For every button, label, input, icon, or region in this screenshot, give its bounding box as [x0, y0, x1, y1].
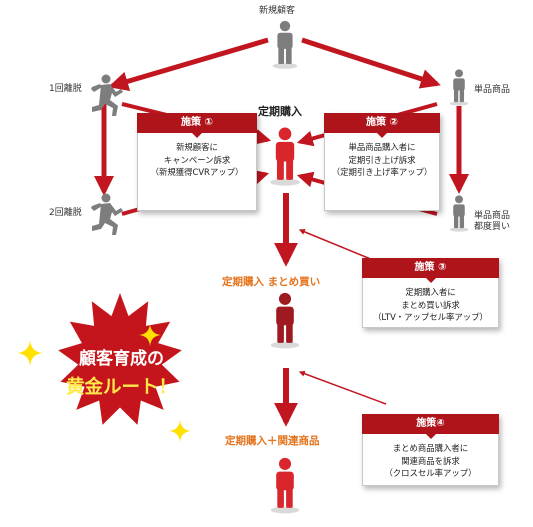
running-person-icon-2: [91, 193, 123, 235]
measure-2-line-2: 定期引き上げ訴求: [348, 154, 416, 165]
new-customer-label: 新規顧客: [259, 6, 296, 16]
sparkle-icon: [139, 324, 161, 346]
single-product-person-icon: [449, 69, 469, 106]
sparkle-icon: [169, 420, 191, 442]
measure-box-3: 施策 ③ 定期購入者に まとめ買い訴求 （LTV・アップセル率アップ）: [362, 258, 499, 328]
subscription-label: 定期購入: [258, 105, 302, 118]
subscription-person-icon: [270, 127, 300, 186]
callout-4: [298, 370, 387, 405]
new-customer-person-icon: [272, 20, 298, 69]
arrow-new-to-churn1: [108, 37, 269, 92]
measure-1-line-3: （新規獲得CVRアップ）: [150, 167, 244, 178]
single-repeat-line-2: 都度買い: [474, 221, 511, 232]
callout-3: [298, 229, 379, 263]
running-person-icon-1: [91, 74, 123, 116]
sparkle-icon: [17, 340, 43, 366]
starburst-badge: [58, 293, 182, 425]
measure-4-line-3: （クロスセル率アップ）: [384, 468, 477, 479]
measure-2-title: 施策 ②: [324, 113, 440, 138]
single-repeat-label: 単品商品 都度買い: [474, 211, 510, 233]
measure-1-line-1: 新規顧客に: [176, 142, 218, 152]
churn-2-label: 2回離脱: [49, 208, 82, 218]
bulk-person-icon: [270, 292, 300, 349]
measure-3-line-1: 定期購入者に: [405, 287, 456, 297]
measure-4-title: 施策④: [362, 414, 499, 439]
measure-4-line-2: 関連商品を訴求: [401, 455, 460, 466]
callout-arrows: [298, 229, 387, 405]
measure-2-line-1: 単品商品購入者に: [348, 142, 416, 152]
churn-1-label: 1回離脱: [49, 84, 82, 94]
measure-3-line-3: （LTV・アップセル率アップ）: [373, 312, 488, 323]
single-repeat-line-1: 単品商品: [474, 211, 511, 221]
arrow-new-to-single: [301, 37, 441, 89]
single-repeat-person-icon: [449, 195, 469, 232]
measure-1-title: 施策 ①: [137, 113, 257, 138]
subscription-related-label: 定期購入＋関連商品: [225, 435, 320, 447]
related-person-icon: [270, 457, 300, 514]
measure-box-2: 施策 ② 単品商品購入者に 定期引き上げ訴求 （定期引き上げ率アップ）: [324, 113, 440, 211]
measure-2-line-3: （定期引き上げ率アップ）: [331, 167, 433, 178]
headline-line-2: 黄金ルート！: [65, 377, 177, 398]
measure-3-title: 施策 ③: [362, 258, 499, 283]
measure-1-line-2: キャンペーン訴求: [163, 154, 231, 165]
single-product-label: 単品商品: [474, 85, 511, 95]
measure-box-1: 施策 ① 新規顧客に キャンペーン訴求 （新規獲得CVRアップ）: [137, 113, 257, 211]
headline-line-1: 顧客育成の: [79, 349, 164, 369]
measure-3-line-2: まとめ買い訴求: [401, 299, 460, 310]
measure-4-line-1: まとめ商品購入者に: [392, 443, 469, 453]
subscription-bulk-label: 定期購入 まとめ買い: [222, 276, 321, 288]
measure-box-4: 施策④ まとめ商品購入者に 関連商品を訴求 （クロスセル率アップ）: [362, 414, 499, 486]
